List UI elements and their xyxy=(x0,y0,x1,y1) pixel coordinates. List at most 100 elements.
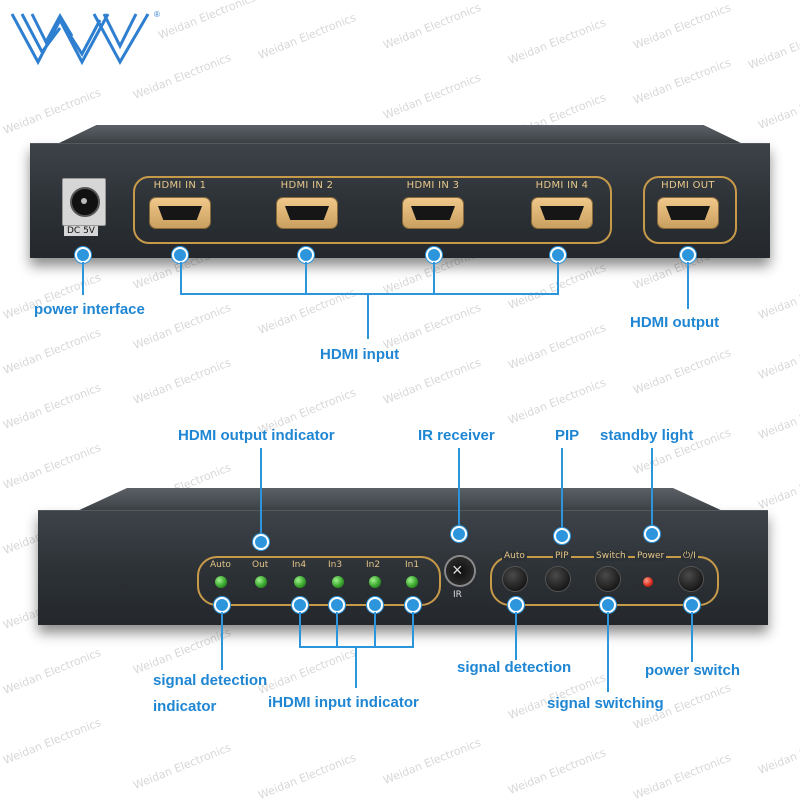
callout-line xyxy=(687,262,689,309)
callout-signal-detection-indicator-line1: signal detection xyxy=(153,672,268,689)
watermark-text: Weidan Electronics xyxy=(506,375,608,428)
pip-button[interactable] xyxy=(546,567,570,591)
callout-dot-in1 xyxy=(172,247,188,263)
watermark-text: Weidan Electronics xyxy=(756,390,800,443)
dc-power-jack xyxy=(62,178,106,226)
callout-pip: PIP xyxy=(555,427,580,444)
watermark-text: Weidan Electronics xyxy=(631,750,733,802)
port-label-out: HDMI OUT xyxy=(661,180,715,191)
callout-line xyxy=(221,612,223,670)
callout-line xyxy=(515,612,517,660)
registered-mark: ® xyxy=(154,10,160,19)
callout-line xyxy=(336,612,338,648)
callout-dot-in2 xyxy=(298,247,314,263)
watermark-text: Weidan Electronics xyxy=(506,745,608,798)
callout-dot-in4 xyxy=(550,247,566,263)
watermark-text: Weidan Electronics xyxy=(1,645,103,698)
auto-button[interactable] xyxy=(503,567,527,591)
watermark-text: Weidan Electronics xyxy=(256,10,358,63)
watermark-text: Weidan Electronics xyxy=(381,735,483,788)
watermark-text: Weidan Electronics xyxy=(131,740,233,793)
callout-hdmi-input: HDMI input xyxy=(320,346,400,363)
port-label-in2: HDMI IN 2 xyxy=(280,180,334,191)
callout-line xyxy=(374,612,376,648)
callout-signal-detection: signal detection xyxy=(457,659,572,676)
callout-dot-standby xyxy=(644,526,660,542)
watermark-text: Weidan Electronics xyxy=(131,300,233,353)
callout-dot-in3-led xyxy=(329,597,345,613)
button-label-power: Power xyxy=(635,551,667,561)
callout-line xyxy=(260,448,262,544)
button-label-pip: PIP xyxy=(553,551,571,561)
button-label-auto: Auto xyxy=(502,551,527,561)
led-label-auto: Auto xyxy=(210,560,231,570)
watermark-text: Weidan Electronics xyxy=(256,645,358,698)
hdmi-port-in4 xyxy=(532,198,592,228)
led-label-in1: In1 xyxy=(405,560,420,570)
callout-ir-receiver: IR receiver xyxy=(418,427,495,444)
switch-button[interactable] xyxy=(596,567,620,591)
watermark-text: Weidan Electronics xyxy=(756,725,800,778)
callout-dot-in2-led xyxy=(367,597,383,613)
wd-logo-icon xyxy=(10,12,150,66)
callout-dot-ir xyxy=(451,526,467,542)
callout-standby-light: standby light xyxy=(600,427,694,444)
watermark-text: Weidan Electronics xyxy=(131,355,233,408)
ir-label: IR xyxy=(453,590,462,600)
watermark-text: Weidan Electronics xyxy=(1,440,103,493)
watermark-text: Weidan Electronics xyxy=(506,15,608,68)
ir-receiver-window: × xyxy=(446,557,474,585)
hdmi-port-in2 xyxy=(277,198,337,228)
led-in2 xyxy=(369,576,381,588)
watermark-text: Weidan Electronics xyxy=(631,55,733,108)
callout-line xyxy=(180,293,559,295)
callout-hdmi-output: HDMI output xyxy=(630,314,720,331)
watermark-text: Weidan Electronics xyxy=(746,20,800,73)
watermark-text: Weidan Electronics xyxy=(381,355,483,408)
hdmi-port-in1 xyxy=(150,198,210,228)
callout-dot-auto-led xyxy=(214,597,230,613)
watermark-text: Weidan Electronics xyxy=(256,750,358,802)
watermark-text: Weidan Electronics xyxy=(631,0,733,53)
callout-dot-in3 xyxy=(426,247,442,263)
port-label-in3: HDMI IN 3 xyxy=(406,180,460,191)
front-device-top xyxy=(75,488,725,512)
callout-hdmi-output-indicator: HDMI output indicator xyxy=(178,427,335,444)
callout-line xyxy=(299,612,301,648)
callout-line xyxy=(561,448,563,534)
callout-signal-switching: signal switching xyxy=(547,695,664,712)
led-out xyxy=(255,576,267,588)
power-button[interactable] xyxy=(679,567,703,591)
port-label-in4: HDMI IN 4 xyxy=(535,180,589,191)
callout-line xyxy=(180,262,182,294)
callout-line xyxy=(458,448,460,530)
callout-line xyxy=(355,646,357,688)
led-in3 xyxy=(332,576,344,588)
watermark-text: Weidan Electronics xyxy=(1,380,103,433)
hdmi-port-out xyxy=(658,198,718,228)
callout-line xyxy=(607,612,609,692)
callout-dot-pip xyxy=(554,528,570,544)
standby-light xyxy=(643,577,653,587)
led-indicator-panel xyxy=(197,556,441,606)
callout-signal-detection-indicator-line2: indicator xyxy=(153,698,217,715)
brand-logo: ® xyxy=(8,6,160,68)
callout-dot-power xyxy=(75,247,91,263)
callout-line xyxy=(691,612,693,662)
watermark-text: Weidan Electronics xyxy=(381,0,483,53)
watermark-text: Weidan Electronics xyxy=(1,715,103,768)
port-label-in1: HDMI IN 1 xyxy=(153,180,207,191)
watermark-text: Weidan Electronics xyxy=(756,80,800,133)
callout-dot-power-button xyxy=(684,597,700,613)
watermark-text: Weidan Electronics xyxy=(631,345,733,398)
led-label-in4: In4 xyxy=(292,560,307,570)
callout-dot-switch-button xyxy=(600,597,616,613)
callout-dot-auto-button xyxy=(508,597,524,613)
rear-device-top xyxy=(55,125,745,145)
led-in1 xyxy=(406,576,418,588)
hdmi-output-panel xyxy=(643,176,737,244)
hdmi-port-in3 xyxy=(403,198,463,228)
watermark-text: Weidan Electronics xyxy=(756,460,800,513)
watermark-text: Weidan Electronics xyxy=(381,70,483,123)
watermark-text: Weidan Electronics xyxy=(756,330,800,383)
